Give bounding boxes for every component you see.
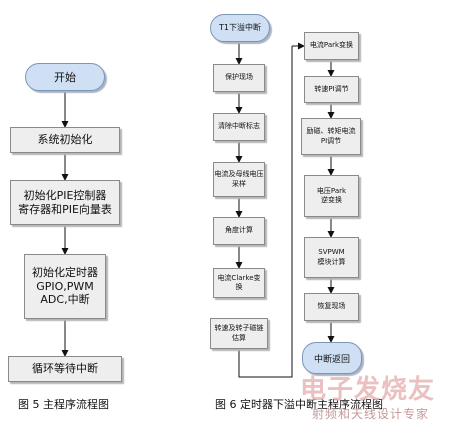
interrupt-return-end: 中断返回 — [302, 342, 362, 374]
start-node: 开始 — [25, 63, 105, 91]
clear-flag-step: 清除中断标志 — [213, 113, 265, 141]
pie-init-step: 初始化PIE控制器 寄存器和PIE向量表 — [10, 180, 120, 225]
current-pi-step: 励磁、转矩电流 PI调节 — [301, 118, 361, 155]
restore-context-step: 恢复现场 — [304, 293, 359, 321]
save-context-step: 保护现场 — [213, 64, 265, 92]
figure-5-caption: 图 5 主程序流程图 — [18, 398, 109, 411]
sampling-step: 电流及母线电压 采样 — [213, 162, 265, 197]
timer-init-step: 初始化定时器 GPIO,PWM ADC,中断 — [24, 254, 106, 319]
park-transform-step: 电流Park变换 — [304, 32, 359, 60]
watermark-subtitle: 射频和天线设计专家 — [312, 407, 430, 421]
speed-flux-estimate-step: 转速及转子磁链 估算 — [210, 318, 268, 349]
t1-underflow-start: T1下溢中断 — [210, 14, 270, 42]
system-init-step: 系统初始化 — [10, 127, 120, 153]
wait-interrupt-step: 循环等待中断 — [8, 356, 122, 382]
speed-pi-step: 转速PI调节 — [304, 76, 359, 103]
inverse-park-step: 电压Park 逆变换 — [304, 175, 359, 217]
angle-calc-step: 角度计算 — [213, 217, 265, 245]
watermark-logo-text: 电子发烧友 — [300, 375, 436, 405]
svpwm-step: SVPWM 模块计算 — [304, 237, 359, 278]
clarke-transform-step: 电流Clarke变换 — [213, 268, 265, 298]
figure-6-caption: 图 6 定时器下溢中断主程序流程图 — [215, 398, 383, 411]
